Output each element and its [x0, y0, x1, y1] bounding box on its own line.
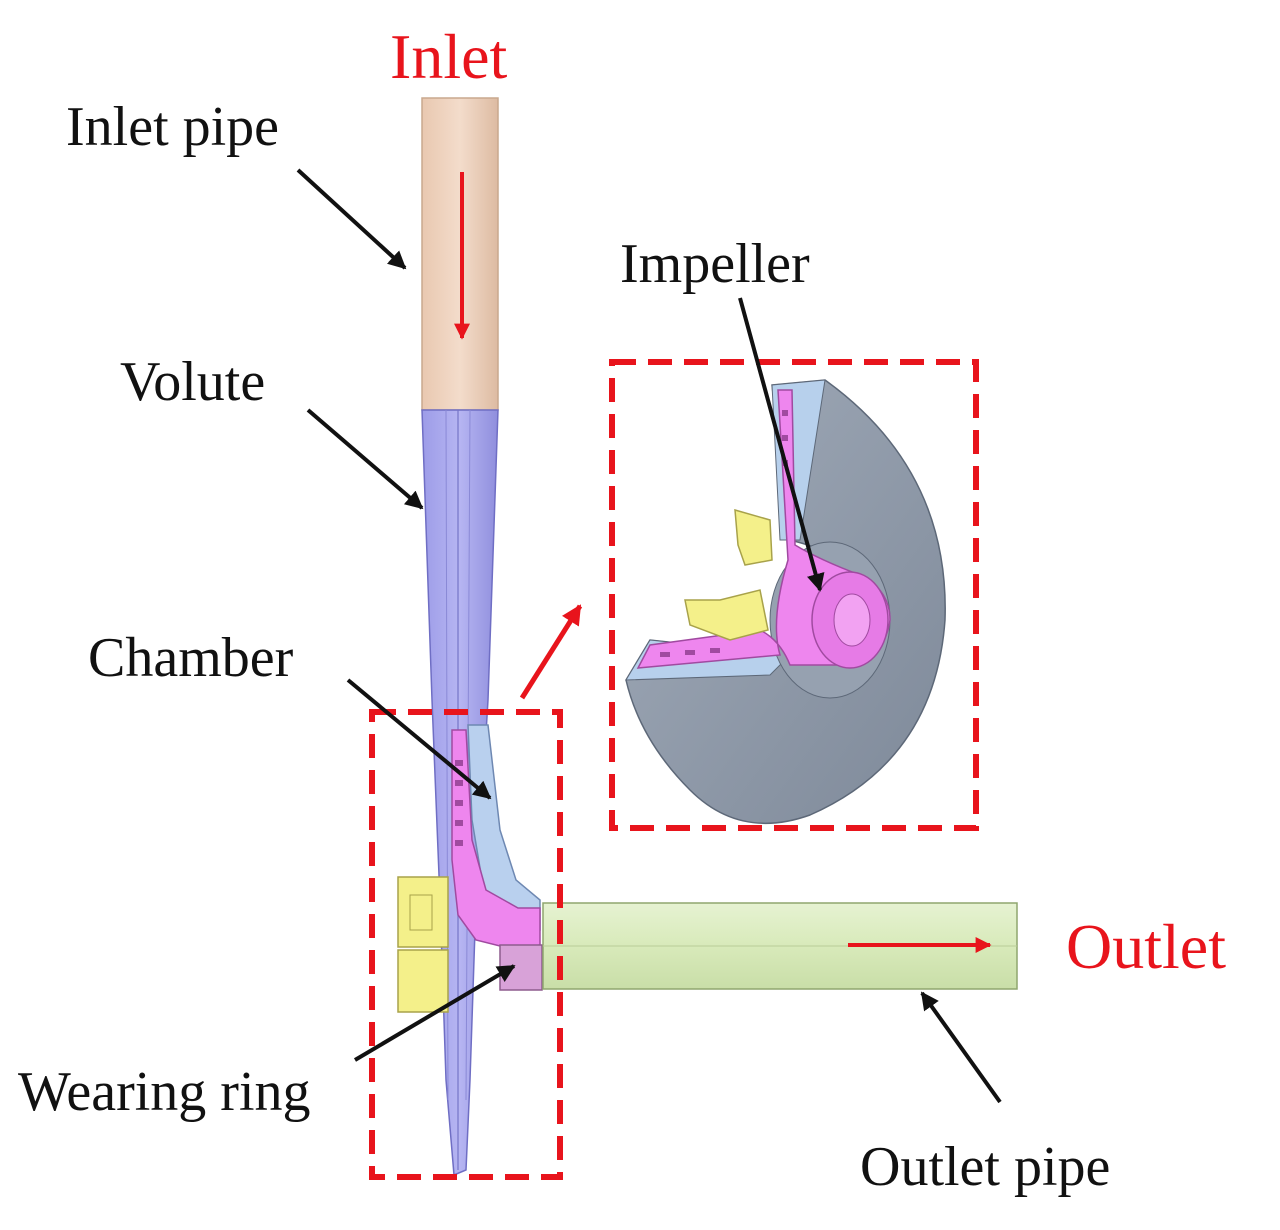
- volute-label: Volute: [120, 351, 265, 413]
- outlet-pipe-leader: [920, 991, 1002, 1104]
- wearing-ring-leader: [353, 964, 516, 1062]
- impeller-label: Impeller: [620, 233, 810, 295]
- inlet-pipe-leader: [296, 168, 407, 270]
- seal-ring-shape: [397, 876, 449, 1013]
- impeller-shape: [451, 729, 541, 949]
- zoom-arrow: [519, 604, 583, 700]
- impeller-leader: [738, 297, 825, 592]
- outlet-pipe-label: Outlet pipe: [860, 1136, 1110, 1198]
- inlet-pipe-label: Inlet pipe: [66, 96, 279, 158]
- zoom-source-box: [369, 709, 563, 1180]
- chamber-leader: [346, 678, 492, 800]
- outlet-label: Outlet: [1066, 911, 1226, 982]
- wearing-ring-shape: [499, 944, 543, 991]
- inlet-label: Inlet: [390, 21, 508, 92]
- wearing-ring-label: Wearing ring: [18, 1061, 311, 1123]
- chamber-label: Chamber: [88, 627, 294, 689]
- impeller-inset: [625, 379, 946, 825]
- volute-leader: [306, 408, 424, 510]
- zoom-inset-box: [609, 359, 979, 831]
